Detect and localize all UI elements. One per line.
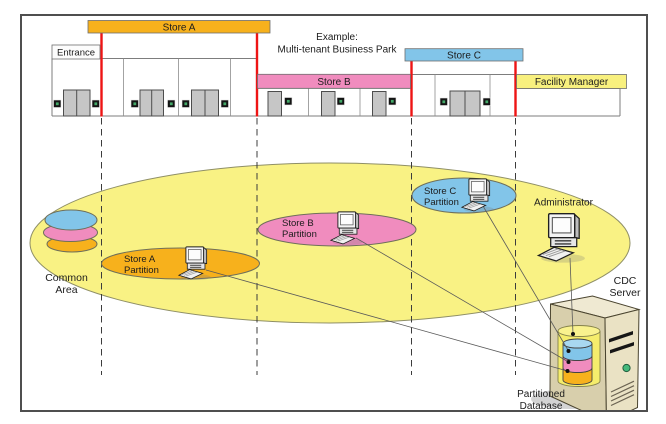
dot-yellow-cylinder xyxy=(571,332,575,336)
door-store-b-1 xyxy=(267,91,282,117)
store-a-partition-label-line2: Partition xyxy=(124,265,159,276)
store-b-partition-ellipse xyxy=(257,212,417,247)
store-a-partition-label-line1: Store A xyxy=(124,254,156,265)
store-a-banner xyxy=(87,20,271,34)
store-c-banner xyxy=(404,48,524,62)
store-b-banner-label: Store B xyxy=(317,77,351,88)
common-area-label-line1: Common xyxy=(45,272,88,284)
storefront-dividers xyxy=(123,58,491,116)
store-c-banner-label: Store C xyxy=(447,50,481,61)
dot-orange-partition xyxy=(565,369,570,373)
store-b-partition-label-line1: Store B xyxy=(282,218,314,229)
connector-store-c xyxy=(482,205,569,352)
facility-manager-label: Facility Manager xyxy=(535,77,609,88)
store-a-banner-label: Store A xyxy=(163,23,196,34)
server-front-face xyxy=(604,308,640,411)
administrator-label: Administrator xyxy=(534,198,594,209)
partitioned-database-label-line2: Database xyxy=(520,401,563,412)
store-c-partition-label-line2: Partition xyxy=(424,197,459,208)
dot-pink-partition xyxy=(566,360,571,364)
server-vent-bar-2 xyxy=(610,342,634,354)
connector-store-a xyxy=(205,269,568,372)
cdc-server-label-line1: CDC xyxy=(614,275,637,287)
door-store-b-2 xyxy=(321,91,336,117)
cdc-server-label-line2: Server xyxy=(610,287,641,299)
partitioned-database xyxy=(557,325,601,387)
common-disk-blue xyxy=(44,209,98,231)
server-vent-bar-1 xyxy=(609,331,633,343)
partitioned-database-label-line1: Partitioned xyxy=(517,389,565,400)
connector-lines xyxy=(205,205,574,372)
entrance-box xyxy=(51,44,101,60)
facility-manager-banner xyxy=(516,74,627,89)
db-outer-cylinder-top xyxy=(557,325,601,337)
diagram-border xyxy=(20,14,648,412)
storefront-doors xyxy=(63,89,481,117)
dot-blue-partition xyxy=(566,349,571,353)
door-store-b-3 xyxy=(372,91,387,117)
connector-administrator xyxy=(569,257,574,335)
title-line1: Example: xyxy=(316,32,358,43)
common-area-label-line2: Area xyxy=(55,284,77,296)
connector-store-b xyxy=(355,237,569,363)
tenant-boundary-dashed-lines xyxy=(101,118,516,375)
common-area-disks xyxy=(43,209,98,253)
connection-dots xyxy=(565,332,575,373)
server-bottom-vents xyxy=(610,380,635,407)
store-c-partition-label-line1: Store C xyxy=(424,186,456,197)
server-power-button xyxy=(622,363,631,373)
title-line2: Multi-tenant Business Park xyxy=(278,45,398,56)
db-partition-blue-top xyxy=(562,338,593,349)
store-a-partition-ellipse xyxy=(101,247,260,280)
store-b-partition-label-line2: Partition xyxy=(282,229,317,240)
red-partition-lines xyxy=(100,33,517,117)
store-b-banner xyxy=(257,73,411,89)
entrance-label: Entrance xyxy=(57,48,95,59)
